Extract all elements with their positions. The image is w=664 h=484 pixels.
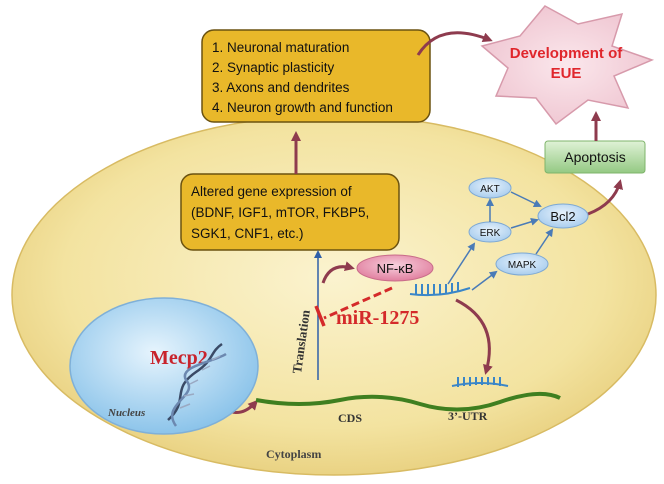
mirna-comb-utr <box>451 377 509 387</box>
arrow-outcome-to-development <box>416 31 493 56</box>
mapk-label: MAPK <box>508 260 537 271</box>
arrow-translation-to-nfkb <box>321 261 355 284</box>
arrow-mirna-to-utr <box>455 298 493 375</box>
akt-label: AKT <box>480 184 499 195</box>
mapk-node: MAPK <box>495 252 549 276</box>
nfkb-node: NF-κB <box>356 254 434 282</box>
bcl2-label: Bcl2 <box>550 209 575 224</box>
development-star: Development of EUE <box>480 5 655 126</box>
development-title-line2: EUE <box>551 65 582 82</box>
cds-label: CDS <box>338 411 362 425</box>
gene-line-3: SGK1, CNF1, etc.) <box>191 226 304 241</box>
arrow-mirna-to-erk <box>447 242 476 285</box>
mirna-comb-top <box>409 282 471 297</box>
utr-label: 3’-UTR <box>448 409 488 423</box>
mirna-label: miR-1275 <box>336 307 419 329</box>
outcome-line-3: 3. Axons and dendrites <box>212 80 350 95</box>
outcome-line-1: 1. Neuronal maturation <box>212 40 349 55</box>
gene-expression-box: Altered gene expression of (BDNF, IGF1, … <box>180 173 400 251</box>
bcl2-node: Bcl2 <box>537 203 589 229</box>
outcome-box: 1. Neuronal maturation 2. Synaptic plast… <box>201 29 431 123</box>
nucleus-label: Nucleus <box>107 407 145 419</box>
apoptosis-label: Apoptosis <box>564 149 625 165</box>
apoptosis-box: Apoptosis <box>544 140 646 174</box>
cytoplasm-label: Cytoplasm <box>266 447 321 461</box>
erk-label: ERK <box>480 228 501 239</box>
mecp2-label: Mecp2 <box>150 347 208 369</box>
outcome-line-2: 2. Synaptic plasticity <box>212 60 335 75</box>
gene-line-2: (BDNF, IGF1, mTOR, FKBP5, <box>191 205 369 220</box>
inhibition-bar <box>314 305 326 327</box>
arrow-erk-to-bcl2 <box>510 217 539 229</box>
gene-line-1: Altered gene expression of <box>191 184 352 199</box>
outcome-line-4: 4. Neuron growth and function <box>212 100 393 115</box>
arrow-mirna-to-mapk <box>471 270 498 291</box>
nfkb-label: NF-κB <box>377 261 414 276</box>
arrow-bcl2-to-apoptosis <box>587 179 623 216</box>
akt-node: AKT <box>468 177 512 199</box>
erk-node: ERK <box>468 221 512 243</box>
arrow-akt-to-bcl2 <box>510 191 542 207</box>
arrow-mapk-to-bcl2 <box>535 228 554 255</box>
dna-helix-icon <box>167 342 227 427</box>
mrna-strand <box>255 391 561 412</box>
nucleus: Mecp2 Nucleus <box>69 297 259 435</box>
inhibition-line <box>323 286 393 320</box>
development-title-line1: Development of <box>510 45 624 62</box>
